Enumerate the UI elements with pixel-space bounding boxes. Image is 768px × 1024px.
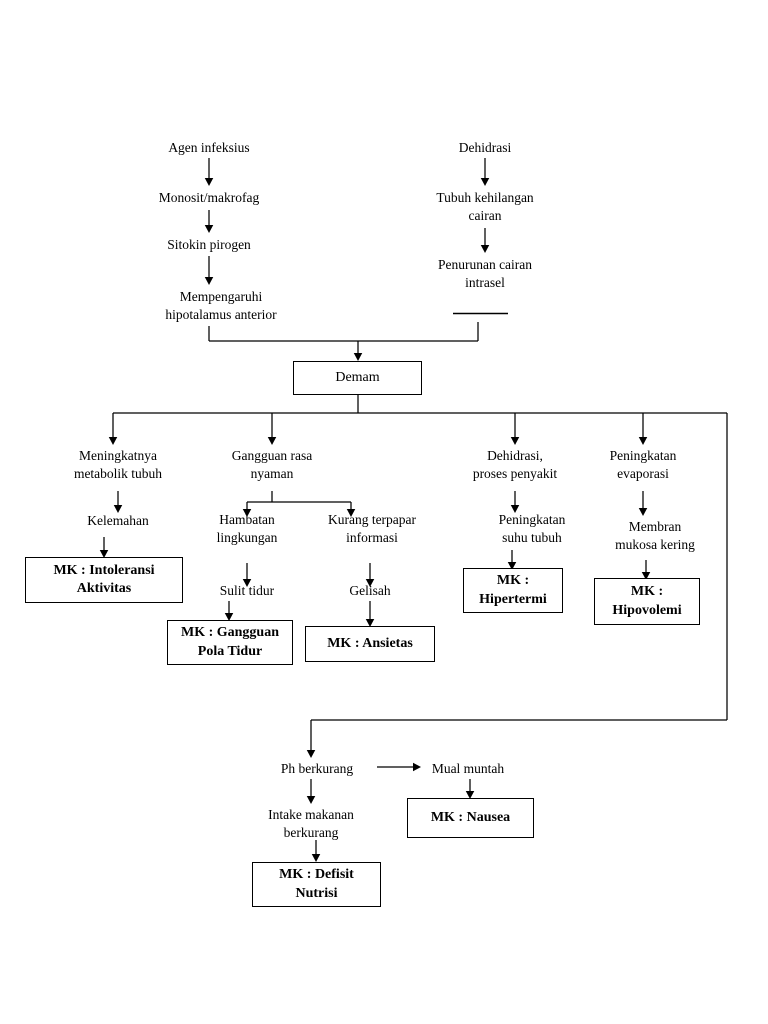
node-monosit-makrofag: Monosit/makrofag [158, 190, 260, 205]
node-tubuh-kehilangan-cairan: Tubuh kehilangan cairan [436, 190, 534, 223]
node-gangguan-rasa-nyaman: Gangguan rasa nyaman [231, 448, 313, 481]
node-peningkatan-suhu-tubuh: Peningkatan suhu tubuh [498, 512, 566, 545]
node-intake-makanan-berkurang: Intake makanan berkurang [268, 807, 354, 840]
box-mk-gangguan-pola-tidur: MK : Gangguan Pola Tidur [167, 620, 293, 665]
node-sitokin-pirogen: Sitokin pirogen [167, 237, 251, 252]
box-mk-hipovolemi: MK : Hipovolemi [594, 578, 700, 625]
node-hambatan-lingkungan: Hambatan lingkungan [216, 512, 278, 545]
node-dehidrasi: Dehidrasi [458, 140, 512, 155]
node-ph-berkurang: Ph berkurang [280, 761, 354, 776]
node-agen-infeksius: Agen infeksius [168, 140, 250, 155]
node-dehidrasi-proses-penyakit: Dehidrasi, proses penyakit [472, 448, 558, 481]
node-sulit-tidur: Sulit tidur [219, 583, 275, 598]
box-mk-nausea: MK : Nausea [407, 798, 534, 838]
box-mk-hipertermi: MK : Hipertermi [463, 568, 563, 613]
node-kurang-terpapar-informasi: Kurang terpapar informasi [327, 512, 417, 545]
box-mk-ansietas: MK : Ansietas [305, 626, 435, 662]
node-penurunan-cairan-intrasel: Penurunan cairan intrasel [437, 257, 533, 290]
node-mual-muntah: Mual muntah [431, 761, 505, 776]
node-membran-mukosa-kering: Membran mukosa kering [615, 519, 695, 552]
node-mempengaruhi-hipotalamus-anterior: Mempengaruhi hipotalamus anterior [165, 289, 277, 322]
node-kelemahan: Kelemahan [87, 513, 149, 528]
box-demam: Demam [293, 361, 422, 395]
box-mk-defisit-nutrisi: MK : Defisit Nutrisi [252, 862, 381, 907]
node-gelisah: Gelisah [349, 583, 391, 598]
node-meningkatnya-metabolik-tubuh: Meningkatnya metabolik tubuh [73, 448, 163, 481]
box-mk-intoleransi-aktivitas: MK : Intoleransi Aktivitas [25, 557, 183, 603]
node-peningkatan-evaporasi: Peningkatan evaporasi [609, 448, 677, 481]
